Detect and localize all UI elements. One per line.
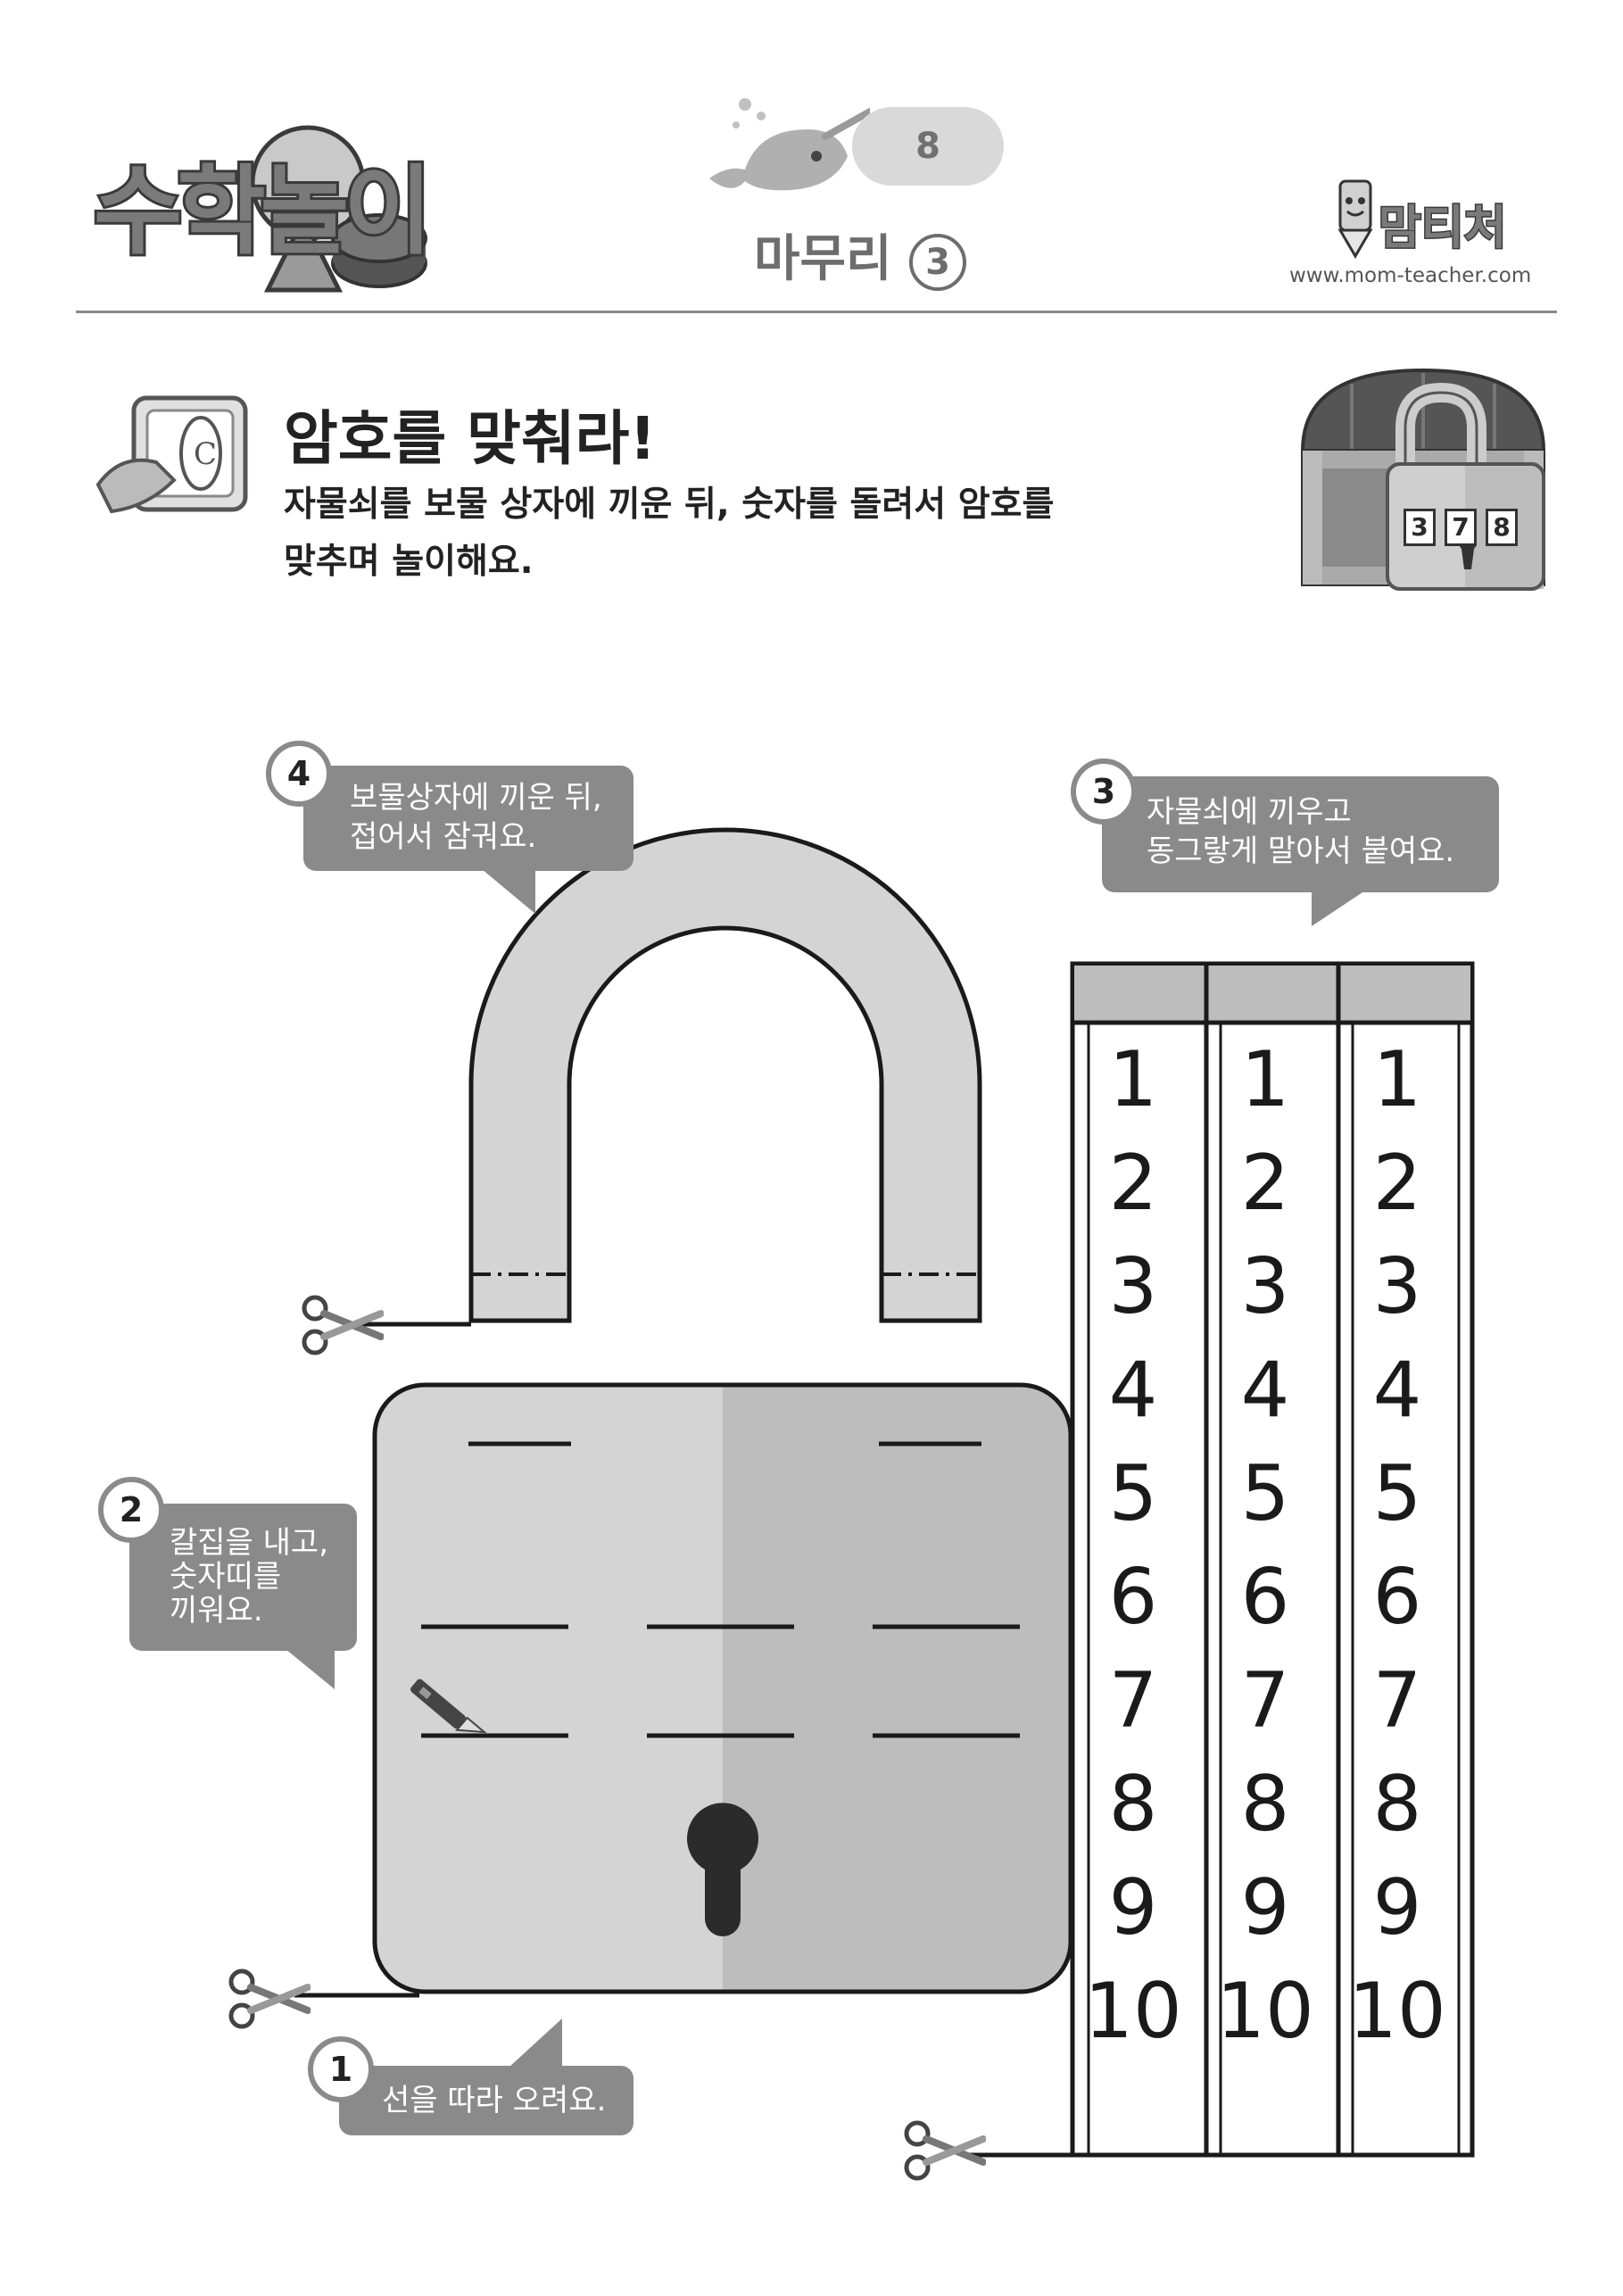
logo-shapes-icon [250, 125, 427, 293]
logo-text: 수학놀이 [91, 153, 435, 270]
strip-number: 9 [1108, 1863, 1158, 1952]
step-3-line1: 자물쇠에 끼우고 [1147, 794, 1352, 830]
step-4-number: 4 [266, 741, 332, 807]
strip-number: 6 [1240, 1553, 1290, 1642]
strip-number: 5 [1372, 1449, 1422, 1538]
number-strip-1: 1 2 3 4 5 6 7 8 9 10 [1066, 1035, 1209, 2151]
slit-lines [421, 1441, 1020, 1738]
activity-description-line1: 자물쇠를 보물 상자에 끼운 뒤, 숫자를 돌려서 암호를 [284, 485, 1055, 525]
step-1-bubble: 선을 따라 오려요. [339, 2066, 633, 2135]
chest-code-digit-1: 3 [1404, 509, 1436, 546]
strip-number: 5 [1240, 1449, 1290, 1538]
number-strip-3: 1 2 3 4 5 6 7 8 9 10 [1330, 1035, 1473, 2151]
strip-number: 2 [1372, 1139, 1422, 1228]
website-url: www.mom-teacher.com [1289, 264, 1532, 287]
keyhole-icon [686, 1803, 758, 1936]
strip-number: 2 [1108, 1139, 1158, 1228]
strip-number: 4 [1108, 1346, 1158, 1435]
strip-number: 1 [1372, 1035, 1422, 1124]
subtitle-circle-number: 3 [909, 233, 967, 291]
strip-number: 4 [1372, 1346, 1422, 1435]
strip-number: 3 [1372, 1242, 1422, 1331]
strip-number: 6 [1372, 1553, 1422, 1642]
number-strip-2: 1 2 3 4 5 6 7 8 9 10 [1198, 1035, 1341, 2151]
step-4-line2: 접어서 잠궈요. [350, 819, 537, 855]
strip-number: 7 [1372, 1656, 1422, 1745]
step-3-line2: 동그랗게 말아서 붙여요. [1147, 833, 1455, 869]
treasure-chest-icon: 3 7 8 [1298, 366, 1548, 593]
strip-number: 9 [1240, 1863, 1290, 1952]
step-4-line1: 보물상자에 끼운 뒤, [350, 780, 602, 816]
cutter-knife-icon [410, 1678, 487, 1734]
step-2-bubble: 칼집을 내고, 숫자띠를 끼워요. [129, 1504, 357, 1651]
strip-number: 3 [1108, 1242, 1158, 1331]
strip-number: 1 [1240, 1035, 1290, 1124]
chest-code-digit-2: 7 [1445, 509, 1477, 546]
pencil-mascot-icon [1337, 179, 1373, 259]
brand-text: 맘티처 [1378, 201, 1509, 257]
brand-logo: 맘티처 [1329, 174, 1535, 259]
section-subtitle: 마무리 3 [754, 219, 967, 291]
strip-number: 8 [1240, 1760, 1290, 1849]
chest-code-digit-3: 8 [1486, 509, 1518, 546]
step-3-bubble: 자물쇠에 끼우고 동그랗게 말아서 붙여요. [1102, 776, 1499, 892]
scissors-icon [226, 1968, 311, 2034]
page-number-badge: 8 [852, 107, 1004, 186]
strip-number: 10 [1216, 1967, 1314, 2056]
narwhal-icon [691, 94, 874, 204]
step-3-number: 3 [1071, 758, 1137, 825]
strip-number: 3 [1240, 1242, 1290, 1331]
c-band-icon: C [85, 391, 254, 528]
strip-number: 6 [1108, 1553, 1158, 1642]
strip-number: 8 [1372, 1760, 1422, 1849]
activity-title: 암호를 맞춰라! [284, 404, 657, 473]
step-4-bubble: 보물상자에 끼운 뒤, 접어서 잠궈요. [303, 766, 633, 871]
step-1-number: 1 [308, 2036, 374, 2102]
logo: 수학놀이 [76, 85, 435, 299]
strip-number: 1 [1108, 1035, 1158, 1124]
scissors-icon [299, 1294, 385, 1360]
strip-number: 10 [1348, 1967, 1446, 2056]
strip-number: 2 [1240, 1139, 1290, 1228]
step-2-line3: 끼워요. [170, 1593, 263, 1629]
strip-number: 5 [1108, 1449, 1158, 1538]
step-2-line2: 숫자띠를 [170, 1559, 282, 1595]
strip-number: 7 [1240, 1656, 1290, 1745]
header-divider [76, 311, 1557, 313]
strip-number: 10 [1084, 1967, 1182, 2056]
activity-description-line2: 맞추며 놀이해요. [284, 542, 534, 582]
strip-number: 7 [1108, 1656, 1158, 1745]
strip-number: 4 [1240, 1346, 1290, 1435]
step-1-line1: 선을 따라 오려요. [382, 2083, 607, 2118]
step-2-line1: 칼집을 내고, [170, 1525, 329, 1561]
strip-number: 9 [1372, 1863, 1422, 1952]
padlock-shackle [468, 827, 982, 1323]
svg-text:C: C [194, 436, 217, 472]
scissors-icon [901, 2119, 987, 2185]
number-strips [1070, 961, 1475, 2158]
subtitle-text: 마무리 [754, 230, 892, 288]
step-2-number: 2 [98, 1477, 164, 1543]
strip-number: 8 [1108, 1760, 1158, 1849]
